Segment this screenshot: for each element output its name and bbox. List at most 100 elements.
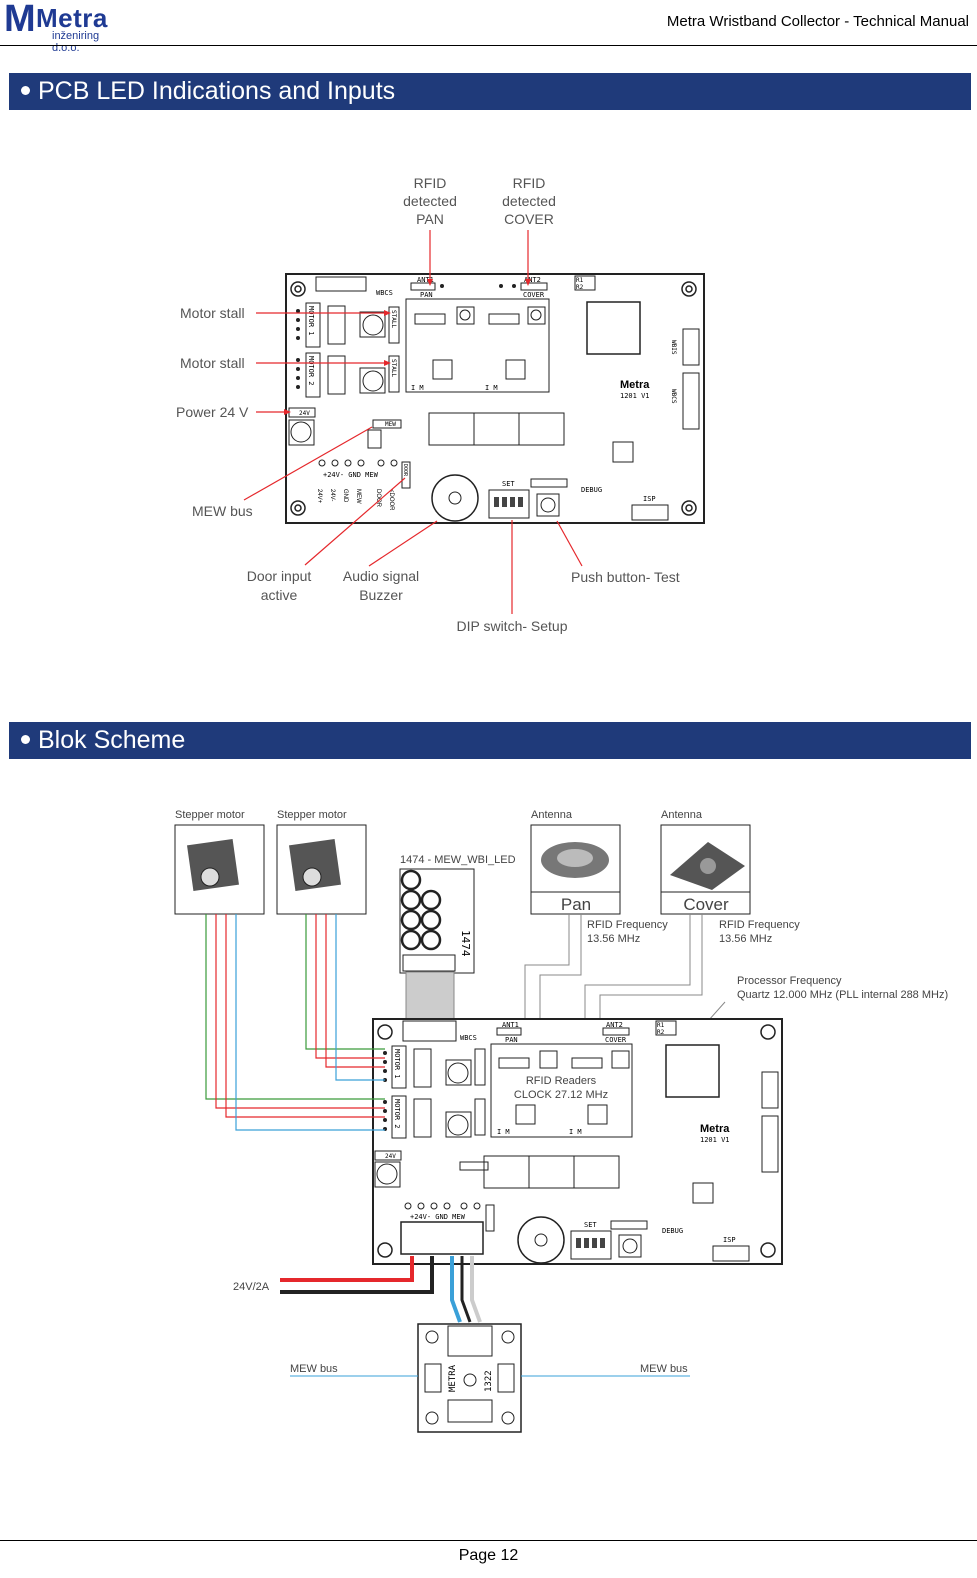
motor1-label: MOTOR 1 — [307, 306, 315, 336]
cover-label: COVER — [523, 291, 545, 299]
wbis-label: WBIS — [670, 340, 677, 355]
antenna1-label: Antenna — [531, 809, 573, 821]
document-title: Metra Wristband Collector - Technical Ma… — [666, 13, 969, 30]
processor-line1: Processor Frequency — [737, 975, 842, 987]
pan-label: PAN — [420, 291, 433, 299]
rfid-reader-area — [405, 298, 550, 393]
power-wire-red — [280, 1256, 414, 1282]
callout-rfid-pan-2: detected — [403, 193, 457, 209]
header-divider — [0, 45, 977, 46]
power-input-label: 24V/2A — [233, 1281, 270, 1293]
power-led-label: 24V — [299, 410, 310, 417]
debug-label: DEBUG — [581, 486, 602, 494]
junction-brand: METRA — [448, 1364, 458, 1392]
logo-subtitle: inženiring d.o.o. — [52, 30, 100, 54]
section-title: PCB LED Indications and Inputs — [38, 77, 396, 105]
isp-connector — [631, 504, 669, 521]
main-set-label: SET — [584, 1221, 597, 1229]
pcb-board — [285, 273, 705, 524]
rfid-readers-line2: CLOCK 27.12 MHz — [514, 1089, 608, 1101]
stall1-led — [388, 306, 400, 344]
antenna-cover-label: Cover — [683, 895, 729, 914]
callout-push-button: Push button- Test — [571, 569, 680, 585]
callout-lines — [243, 230, 583, 614]
freq1-line1: RFID Frequency — [587, 919, 668, 931]
board-brand: Metra — [620, 379, 650, 391]
wbcs-label: WBCS — [376, 289, 393, 297]
page-number: Page 12 — [458, 1547, 519, 1564]
wbcs-side-label: WBCS — [670, 389, 677, 404]
power-wire-black — [280, 1256, 434, 1294]
terminal-mew: MEW — [355, 489, 361, 504]
block-scheme-diagram: Stepper motor Stepper motor 1474 - MEW_W… — [174, 809, 948, 1433]
callout-rfid-cover-3: COVER — [504, 211, 554, 227]
mew-bus-right-label: MEW bus — [640, 1363, 688, 1375]
mew-led — [372, 419, 402, 429]
main-wbcs-label: WBCS — [460, 1034, 477, 1042]
section-title: Blok Scheme — [38, 726, 186, 754]
tag-cover-led — [520, 282, 548, 291]
main-processor — [665, 1044, 720, 1098]
main-ant2-label: ANT2 — [606, 1021, 623, 1029]
junction-number: 1322 — [484, 1370, 494, 1392]
tag-pan-led — [410, 282, 436, 291]
wbis-connector — [682, 328, 700, 366]
bullet-icon — [21, 85, 30, 95]
mew-bus-left-label: MEW bus — [290, 1363, 338, 1375]
main-im-2: I M — [569, 1128, 582, 1136]
buzzer — [431, 474, 479, 522]
mew-led-label: MEW — [385, 421, 396, 428]
ant2-label: ANT2 — [524, 276, 541, 284]
callout-dip: DIP switch- Setup — [456, 618, 567, 634]
im-label-2: I M — [485, 384, 498, 392]
callout-door-1: Door input — [247, 568, 312, 584]
main-motor2: MOTOR 2 — [393, 1099, 401, 1129]
junction-board-1322: METRA 1322 — [417, 1323, 522, 1433]
test-led — [530, 478, 568, 488]
callout-power: Power 24 V — [176, 404, 249, 420]
callout-door-2: active — [261, 587, 298, 603]
callout-mew-bus: MEW bus — [192, 503, 253, 519]
motor2-label: MOTOR 2 — [307, 356, 315, 386]
ribbon-cable — [405, 971, 455, 1023]
bus-wire-gray — [470, 1256, 482, 1323]
main-board — [372, 1018, 783, 1265]
stall2-led — [388, 355, 400, 393]
bus-wire-black — [460, 1256, 472, 1323]
terminal-gnd: GND — [342, 489, 348, 503]
set-label: SET — [502, 480, 515, 488]
antenna-pan-label: Pan — [561, 895, 591, 914]
main-terminal-label: +24V- GND MEW — [410, 1213, 466, 1221]
freq2-line1: RFID Frequency — [719, 919, 800, 931]
main-power-led: 24V — [385, 1153, 396, 1160]
main-pan-label: PAN — [505, 1036, 518, 1044]
r2-label: R2 — [576, 284, 584, 291]
freq2-line2: 13.56 MHz — [719, 933, 772, 945]
callout-rfid-cover-2: detected — [502, 193, 556, 209]
rfid-readers-line1: RFID Readers — [526, 1075, 597, 1087]
stepper-motor-1: Stepper motor — [174, 809, 265, 915]
terminal-door-in: <DOOR — [388, 489, 394, 511]
main-debug-label: DEBUG — [662, 1227, 683, 1235]
antenna-cover: Antenna Cover — [660, 809, 751, 915]
isp-label: ISP — [643, 495, 656, 503]
processor-chip — [586, 301, 641, 355]
bullet-icon — [21, 734, 30, 744]
wbcs-side-connector — [682, 372, 700, 430]
callout-rfid-pan-3: PAN — [416, 211, 444, 227]
main-r1-label: R1 — [657, 1022, 665, 1029]
main-cover-label: COVER — [605, 1036, 627, 1044]
section-heading-blok-scheme: Blok Scheme — [9, 722, 971, 759]
main-isp-label: ISP — [723, 1236, 736, 1244]
bus-wire-blue — [450, 1256, 462, 1323]
terminal-24vp: 24V+ — [316, 489, 322, 504]
board-version: 1201 V1 — [620, 392, 650, 400]
callout-motor-stall-2: Motor stall — [180, 355, 245, 371]
wbcs-connector — [315, 276, 367, 292]
dip-switch — [488, 489, 530, 519]
stepper-motor-2: Stepper motor — [276, 809, 367, 915]
antenna-pan: Antenna Pan — [530, 809, 621, 915]
main-motor1: MOTOR 1 — [393, 1049, 401, 1079]
led-board-number: 1474 — [459, 930, 472, 957]
main-im-1: I M — [497, 1128, 510, 1136]
